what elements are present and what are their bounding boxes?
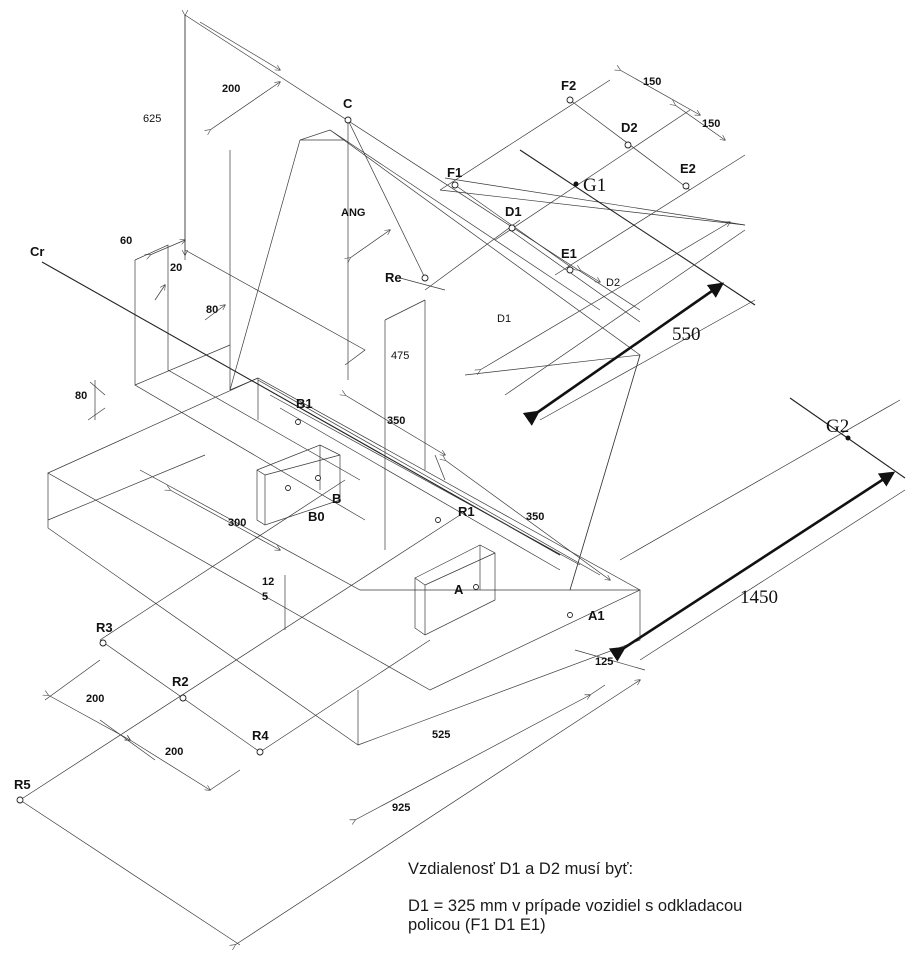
label-cr: Cr (30, 244, 44, 259)
cr-reference-line (41, 261, 601, 576)
label-r3: R3 (96, 620, 113, 635)
dim-625: 625 (143, 113, 161, 125)
dim-d1: D1 (497, 313, 511, 325)
label-a: A (454, 582, 464, 597)
label-b: B (332, 491, 341, 506)
dim-12: 12 (262, 576, 274, 588)
label-r1: R1 (458, 504, 475, 519)
label-e2: E2 (680, 161, 696, 176)
dim-475: 475 (391, 350, 409, 362)
g2-reference (619, 397, 906, 661)
top-dimension-lines (87, 15, 390, 421)
label-re: Re (385, 270, 402, 285)
c-re-construction (184, 14, 641, 321)
dim-5: 5 (262, 591, 268, 603)
vertical-dimensions (94, 15, 426, 630)
dim-550: 550 (672, 324, 701, 345)
dim-300: 300 (228, 517, 246, 529)
label-r2: R2 (172, 674, 189, 689)
dim-80-a: 80 (206, 304, 218, 316)
label-d1: D1 (505, 204, 522, 219)
label-g2: G2 (826, 416, 849, 437)
label-c: C (343, 96, 353, 111)
g2-marker (845, 435, 851, 441)
note-heading: Vzdialenosť D1 a D2 musí byť: (408, 860, 634, 878)
label-e1: E1 (561, 246, 577, 261)
label-a1: A1 (588, 608, 605, 623)
dimension-550-arrow (522, 282, 725, 426)
dim-200-b: 200 (165, 746, 183, 758)
note-line-1: D1 = 325 mm v prípade vozidiel s odklada… (408, 897, 743, 915)
label-d2: D2 (621, 120, 638, 135)
dim-150-a: 150 (643, 76, 661, 88)
dim-125: 125 (595, 656, 613, 668)
point-markers (16, 96, 690, 804)
g1-marker (573, 181, 579, 187)
dim-150-b: 150 (702, 118, 720, 130)
dim-1450: 1450 (740, 587, 778, 608)
dim-d2: D2 (606, 277, 620, 289)
label-r5: R5 (14, 777, 31, 792)
label-b1: B1 (296, 396, 313, 411)
dim-925: 925 (392, 802, 410, 814)
dim-20: 20 (170, 262, 182, 274)
left-bracket (134, 244, 366, 521)
dim-350-a: 350 (387, 415, 405, 427)
label-f1: F1 (447, 165, 462, 180)
dim-80-b: 80 (75, 390, 87, 402)
label-g1: G1 (583, 175, 606, 196)
label-b0: B0 (308, 509, 325, 524)
dim-200-a: 200 (86, 693, 104, 705)
r-point-lines (19, 395, 646, 945)
label-r4: R4 (252, 728, 269, 743)
dim-200-top: 200 (222, 83, 240, 95)
box-b (256, 444, 341, 526)
note-line-2: policou (F1 D1 E1) (408, 916, 546, 934)
dim-525: 525 (432, 729, 450, 741)
label-f2: F2 (561, 78, 576, 93)
dim-60: 60 (120, 235, 132, 247)
dim-350-b: 350 (526, 511, 544, 523)
dimension-1450-arrow (608, 471, 896, 662)
dim-ang: ANG (341, 207, 365, 219)
